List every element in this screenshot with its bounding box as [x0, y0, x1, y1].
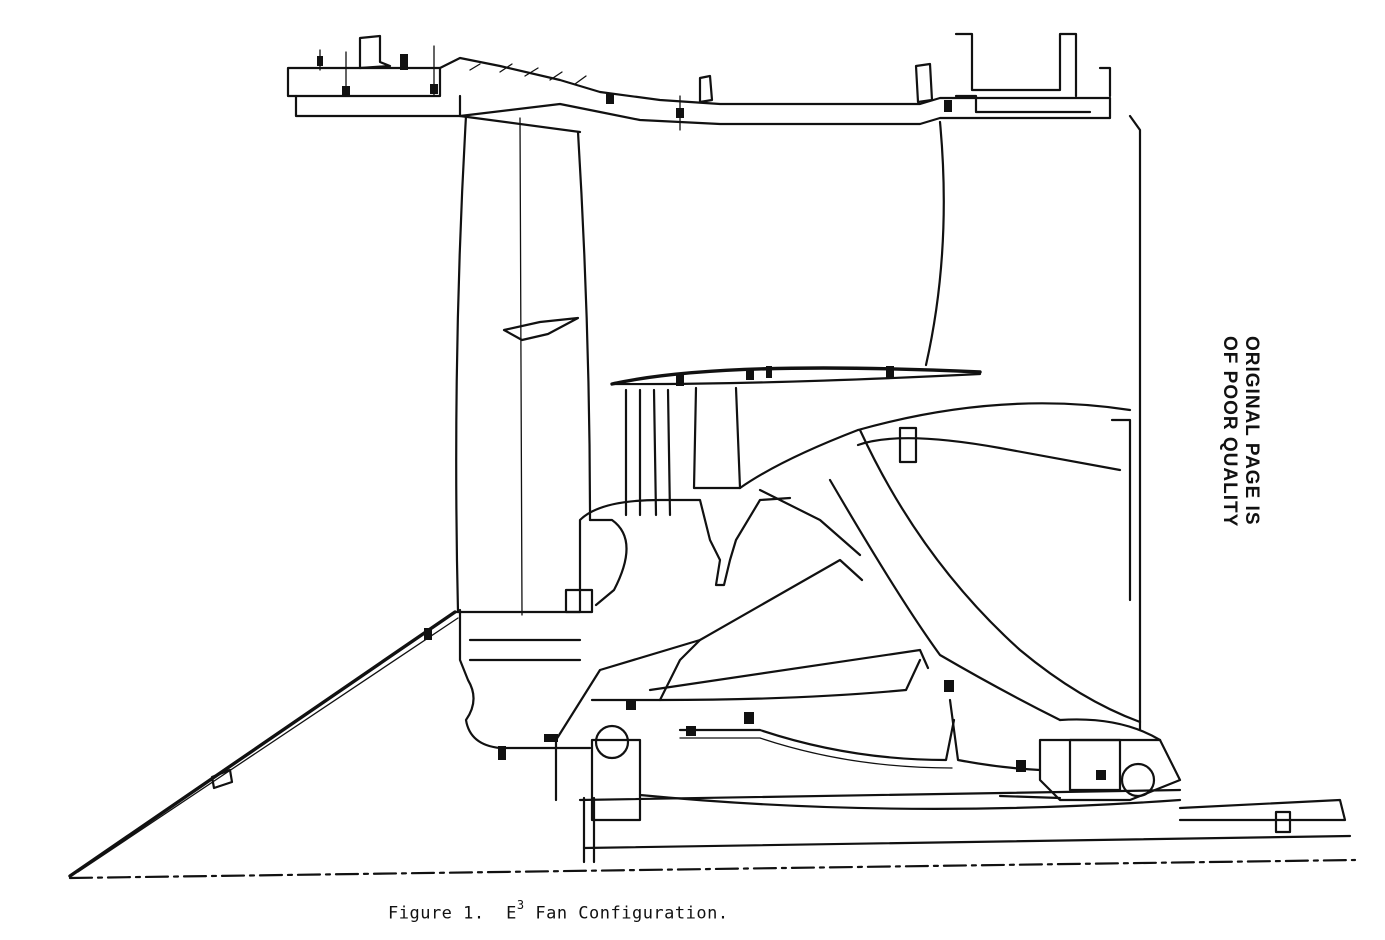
shaft-cone [554, 558, 1352, 864]
core-flowpath [738, 402, 1142, 724]
fan-disk [454, 496, 792, 750]
caption-prefix: Figure 1. [388, 903, 485, 924]
service-tubes [678, 698, 1042, 772]
fan-blade [455, 114, 592, 616]
caption-suffix: Fan Configuration. [535, 903, 729, 924]
splitter [610, 366, 982, 386]
outlet-guide-vane [924, 114, 1142, 732]
stamp-line-1: ORIGINAL PAGE IS [1241, 336, 1262, 526]
figure-caption: Figure 1. E3 Fan Configuration. [388, 898, 729, 924]
original-page-quality-stamp: ORIGINAL PAGE IS OF POOR QUALITY [1218, 336, 1262, 527]
caption-superscript: 3 [516, 898, 525, 912]
bearing-housing [998, 718, 1347, 834]
outer-casing [286, 32, 1112, 134]
centerline [68, 858, 1357, 880]
spinner-bolts [424, 628, 1106, 780]
caption-engine-letter: E [506, 903, 517, 924]
core-struts [624, 386, 742, 517]
stamp-line-2: OF POOR QUALITY [1219, 336, 1240, 528]
spinner [68, 610, 459, 878]
